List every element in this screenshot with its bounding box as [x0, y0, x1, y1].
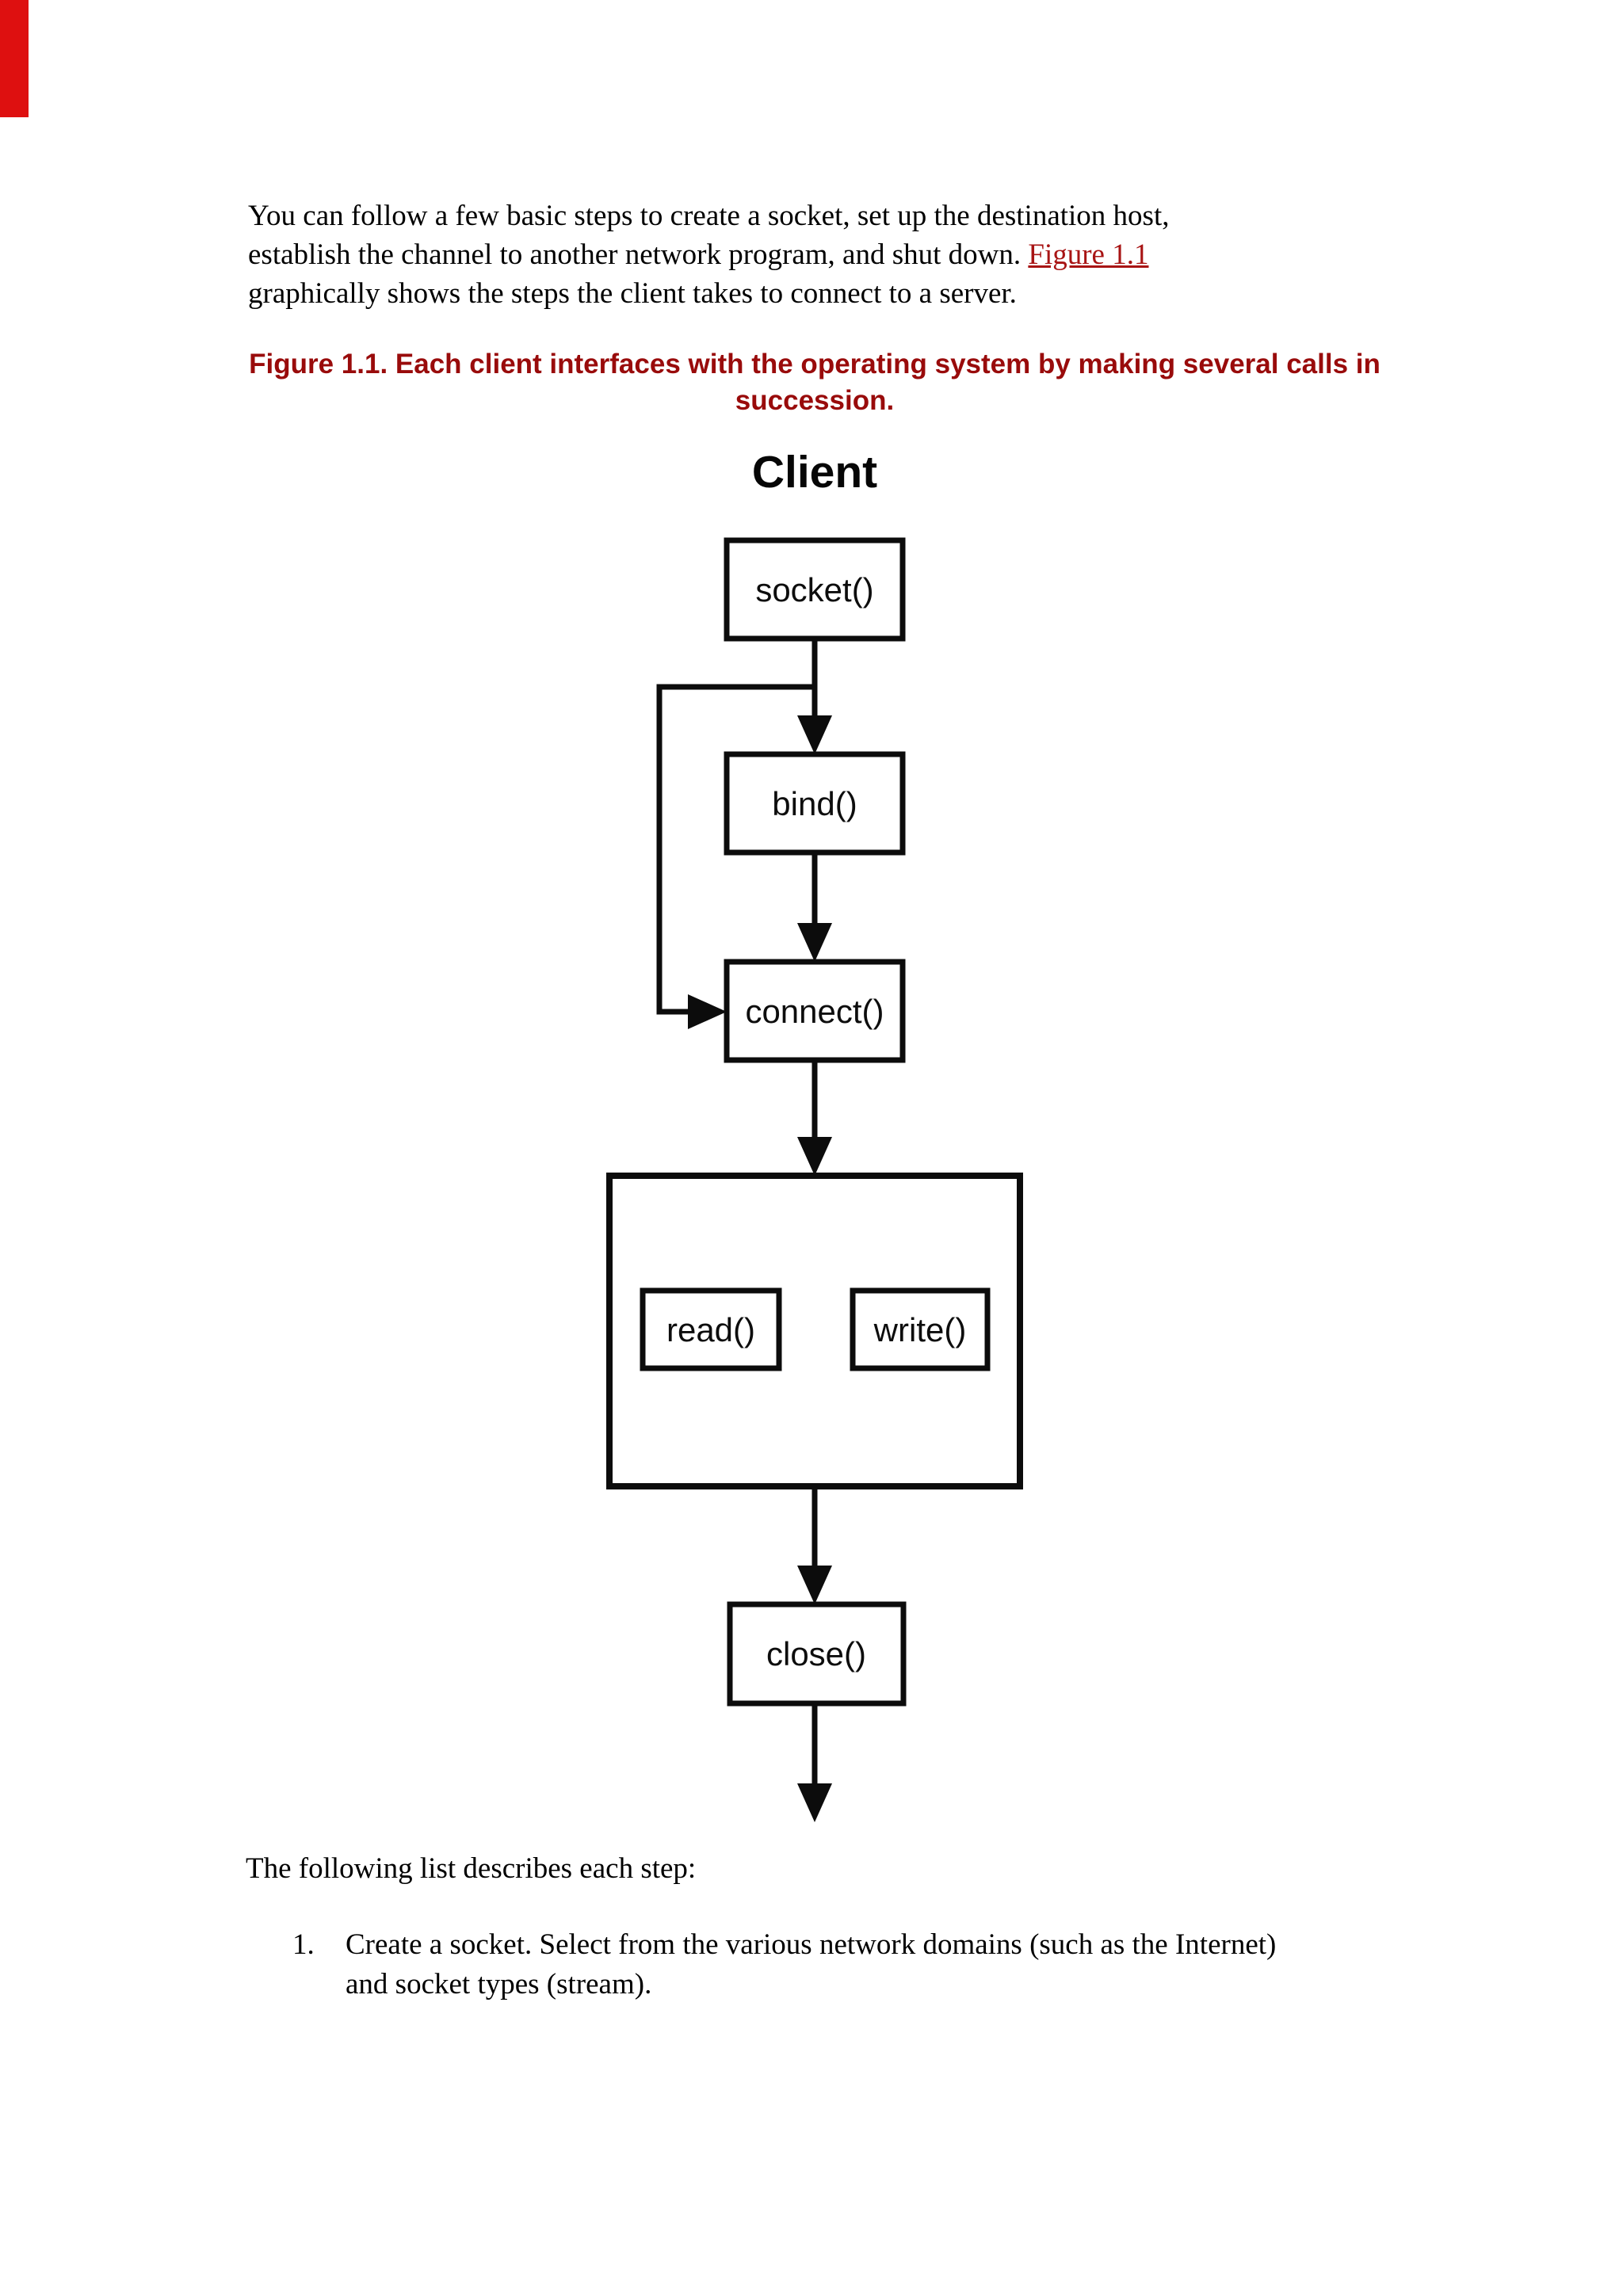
- connect-box: [724, 959, 906, 1063]
- arrowhead-into-loopbox: [797, 1137, 832, 1176]
- bind-box: [724, 751, 906, 856]
- diagram-title: Client: [751, 447, 878, 498]
- write-box-label: write(): [873, 1311, 967, 1348]
- connect-box-label: connect(): [745, 993, 884, 1030]
- arrowhead-into-connect-top: [797, 923, 832, 962]
- arrowhead-final: [797, 1783, 832, 1822]
- branch-line-socket-to-connect: [656, 684, 815, 1015]
- intro-line-1: You can follow a few basic steps to crea…: [248, 200, 1170, 232]
- figure-caption: Figure 1.1. Each client interfaces with …: [6, 346, 1623, 419]
- read-box: [640, 1287, 782, 1371]
- list-intro-text: The following list describes each step:: [246, 1852, 697, 1885]
- list-item-number: 1.: [292, 1928, 315, 1961]
- intro-line-2: establish the channel to another network…: [248, 235, 1169, 274]
- intro-line-3: graphically shows the steps the client t…: [248, 277, 1017, 310]
- socket-box: [724, 537, 906, 642]
- intro-paragraph: You can follow a few basic steps to crea…: [248, 196, 1169, 313]
- figure-caption-line-2: succession.: [735, 385, 895, 416]
- figure-1-1-link[interactable]: Figure 1.1: [1028, 238, 1149, 271]
- intro-line-2-text: establish the channel to another network…: [248, 238, 1029, 271]
- arrowhead-into-close: [797, 1566, 832, 1604]
- list-item-text: Create a socket. Select from the various…: [346, 1925, 1276, 2004]
- write-box: [850, 1287, 991, 1371]
- close-box: [727, 1601, 907, 1707]
- corner-marker: [0, 0, 29, 117]
- close-box-label: close(): [766, 1635, 866, 1672]
- socket-box-label: socket(): [755, 571, 873, 608]
- arrowhead-into-bind: [797, 715, 832, 754]
- arrowhead-into-connect-left: [688, 994, 727, 1029]
- list-item-line-1: Create a socket. Select from the various…: [346, 1928, 1277, 1961]
- bind-box-label: bind(): [772, 785, 857, 822]
- read-box-label: read(): [666, 1311, 755, 1348]
- list-item-line-2: and socket types (stream).: [346, 1968, 652, 2000]
- figure-caption-line-1: Figure 1.1. Each client interfaces with …: [249, 349, 1381, 379]
